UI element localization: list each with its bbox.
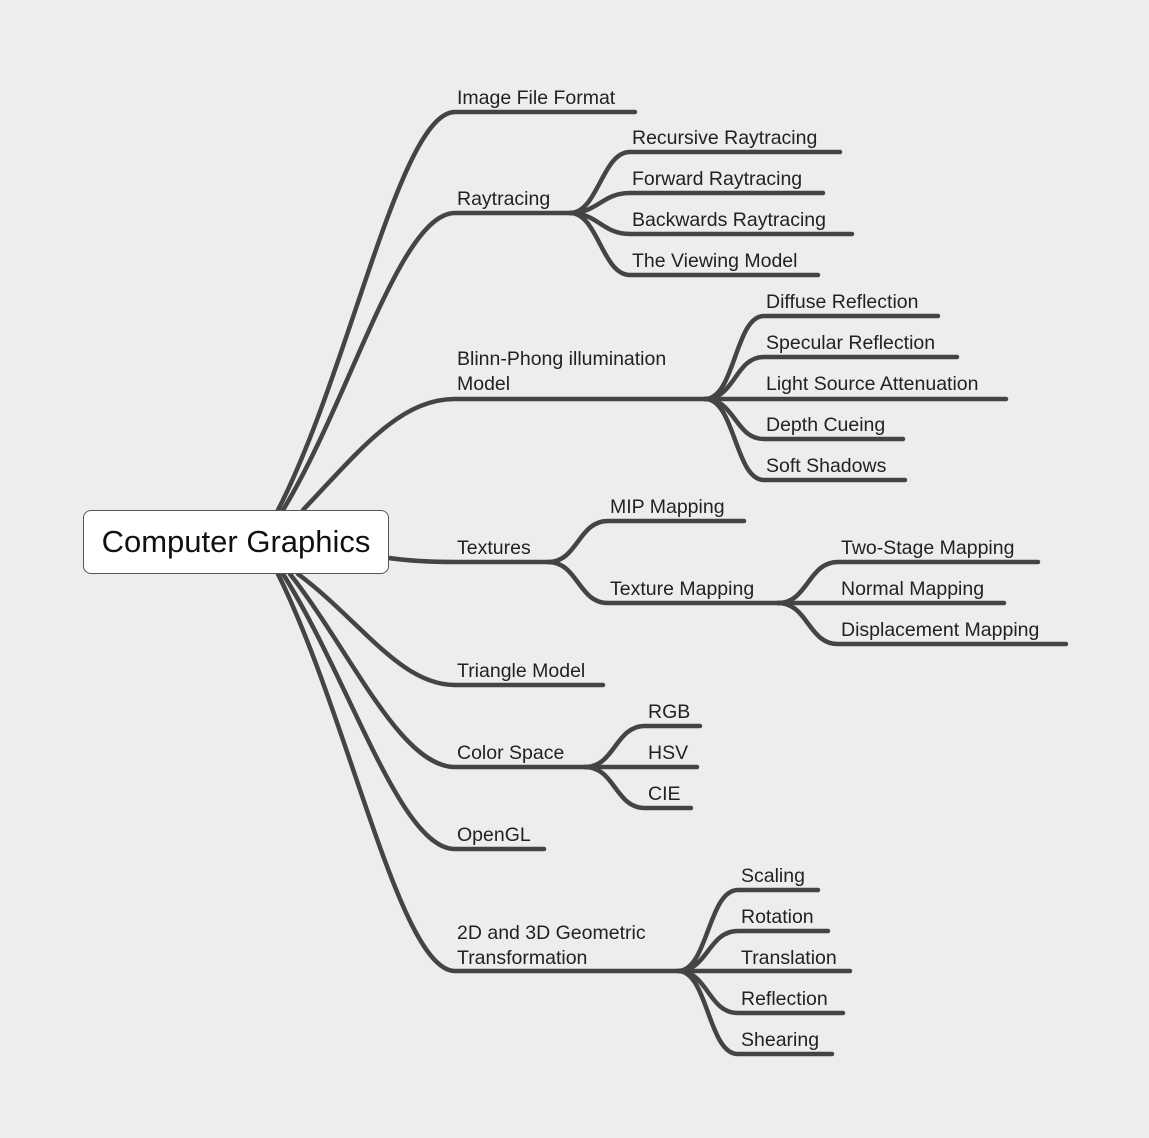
node-rgb[interactable]: RGB	[648, 701, 691, 723]
node-texture-mapping[interactable]: Texture Mapping	[610, 578, 755, 600]
node-triangle-model[interactable]: Triangle Model	[457, 660, 586, 682]
node-geometric-transformation[interactable]: 2D and 3D Geometric Transformation	[457, 921, 646, 971]
node-blinn-phong[interactable]: Blinn-Phong illumination Model	[457, 347, 666, 397]
node-reflection[interactable]: Reflection	[741, 988, 828, 1010]
connector-cie	[582, 764, 694, 811]
node-recursive-raytracing[interactable]: Recursive Raytracing	[632, 127, 818, 149]
connector-shearing	[675, 968, 835, 1057]
node-mip-mapping[interactable]: MIP Mapping	[610, 496, 725, 518]
connector-color-space	[287, 571, 588, 770]
node-color-space[interactable]: Color Space	[457, 742, 565, 764]
connector-textures	[386, 555, 551, 565]
connector-texture-mapping	[545, 559, 781, 606]
node-diffuse-reflection[interactable]: Diffuse Reflection	[766, 291, 919, 313]
node-soft-shadows[interactable]: Soft Shadows	[766, 455, 887, 477]
node-blinn-phong-line-1: Blinn-Phong illumination	[457, 348, 667, 370]
node-translation[interactable]: Translation	[741, 947, 837, 969]
node-displacement-mapping[interactable]: Displacement Mapping	[841, 619, 1040, 641]
node-forward-raytracing[interactable]: Forward Raytracing	[632, 168, 803, 190]
root-node[interactable]: Computer Graphics	[83, 510, 389, 574]
connector-mip-mapping	[545, 518, 747, 565]
connector-opengl	[280, 571, 547, 852]
node-raytracing[interactable]: Raytracing	[457, 188, 551, 210]
node-rotation[interactable]: Rotation	[741, 906, 814, 928]
node-cie[interactable]: CIE	[648, 783, 681, 805]
connector-displacement-mapping	[775, 600, 1069, 647]
node-scaling[interactable]: Scaling	[741, 865, 805, 887]
node-shearing[interactable]: Shearing	[741, 1029, 820, 1051]
node-opengl[interactable]: OpenGL	[457, 824, 531, 846]
node-geometric-transformation-line-2: Transformation	[457, 947, 588, 969]
root-node-label: Computer Graphics	[101, 524, 371, 559]
node-two-stage-mapping[interactable]: Two-Stage Mapping	[841, 537, 1015, 559]
connector-soft-shadows	[702, 396, 908, 483]
node-normal-mapping[interactable]: Normal Mapping	[841, 578, 985, 600]
node-textures[interactable]: Textures	[457, 537, 531, 559]
node-depth-cueing[interactable]: Depth Cueing	[766, 414, 886, 436]
connector-image-file-format	[275, 109, 638, 513]
connector-raytracing	[280, 210, 573, 513]
connector-blinn-phong	[300, 396, 708, 513]
connector-geometric-transformation	[275, 571, 681, 974]
node-backwards-raytracing[interactable]: Backwards Raytracing	[632, 209, 826, 231]
connector-viewing-model	[567, 210, 821, 278]
node-specular-reflection[interactable]: Specular Reflection	[766, 332, 936, 354]
node-viewing-model[interactable]: The Viewing Model	[632, 250, 798, 272]
node-hsv[interactable]: HSV	[648, 742, 689, 764]
node-image-file-format[interactable]: Image File Format	[457, 87, 616, 109]
node-blinn-phong-line-2: Model	[457, 373, 511, 395]
connector-triangle-model	[295, 571, 606, 688]
node-geometric-transformation-line-1: 2D and 3D Geometric	[457, 922, 646, 944]
node-light-source-attenuation[interactable]: Light Source Attenuation	[766, 373, 979, 395]
